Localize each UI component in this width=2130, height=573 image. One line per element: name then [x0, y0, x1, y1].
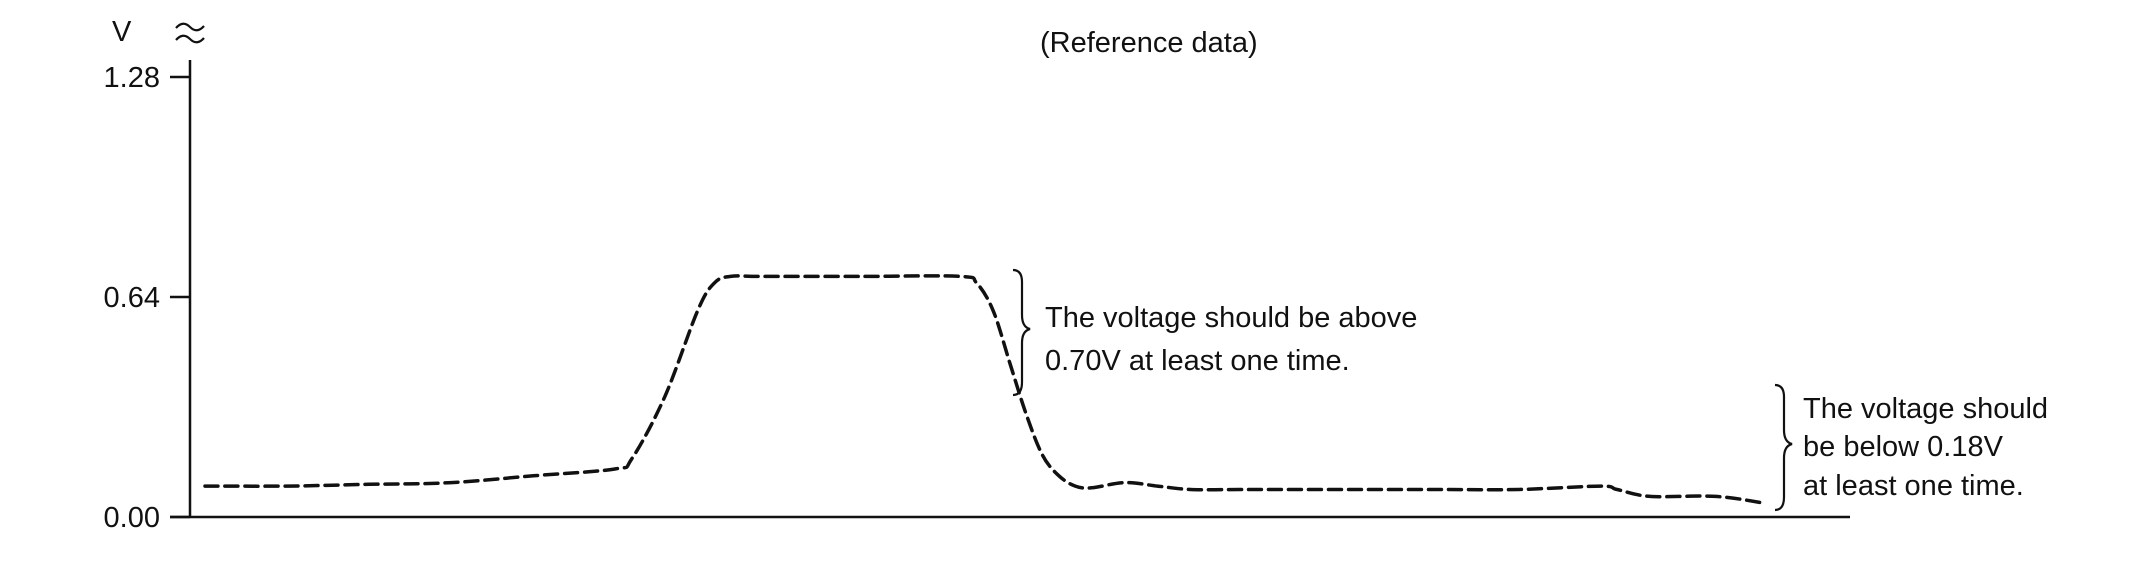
y-unit-label: V — [112, 16, 132, 48]
y-tick-label: 0.64 — [104, 282, 160, 314]
series-line — [203, 274, 1767, 506]
annotation-1-line-1: The voltage should be above — [1045, 302, 1417, 334]
y-ticks: 0.00 0.64 1.28 — [104, 62, 190, 534]
annotation-2-line-2: be below 0.18V — [1803, 431, 2004, 463]
annotation-1-line-2: 0.70V at least one time. — [1045, 345, 1350, 377]
annotation-2-line-1: The voltage should — [1803, 393, 2048, 425]
series-group — [203, 274, 1767, 506]
brace-2-icon — [1774, 383, 1793, 512]
y-tick-label: 1.28 — [104, 62, 160, 94]
annotation-2: The voltage should be below 0.18V at lea… — [1803, 393, 2056, 502]
brace-1-icon — [1012, 268, 1031, 397]
annotation-2-line-3: at least one time. — [1803, 470, 2024, 502]
annotation-1: The voltage should be above 0.70V at lea… — [1045, 302, 1426, 377]
axis-break-icon — [175, 22, 205, 44]
chart-title: (Reference data) — [1040, 27, 1258, 59]
y-tick-label: 0.00 — [104, 502, 160, 534]
